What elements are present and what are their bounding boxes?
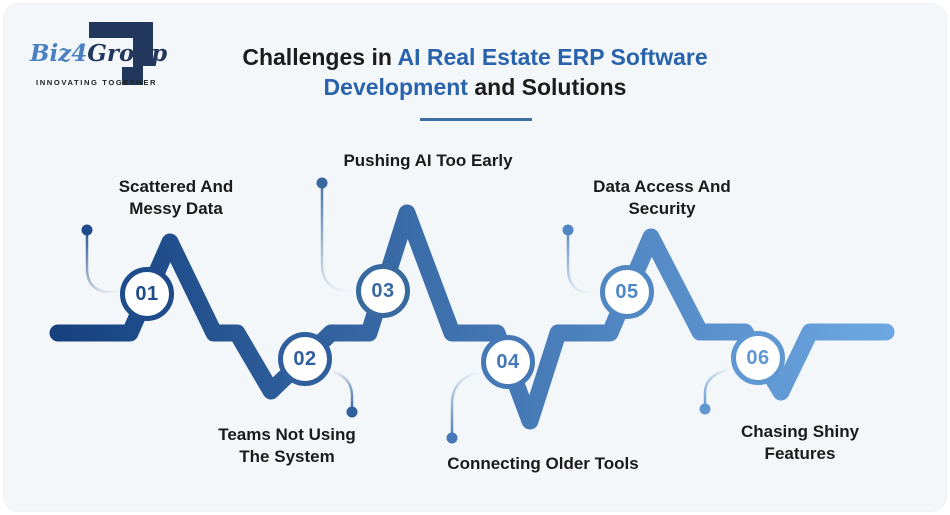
milestone-number-03: 03 — [371, 279, 395, 302]
label-line: Connecting Older Tools — [447, 454, 639, 473]
milestone-label-01: Scattered And Messy Data — [119, 176, 234, 220]
title-line-1: Challenges in AI Real Estate ERP Softwar… — [0, 42, 950, 72]
milestone-number-06: 06 — [746, 346, 770, 369]
logo-tagline: INNOVATING TOGETHER — [36, 78, 158, 87]
milestone-circle-04: 04 — [481, 335, 535, 389]
biz4group-logo: Biz4Group INNOVATING TOGETHER — [28, 14, 168, 98]
label-line: The System — [239, 447, 335, 466]
leader-line-4 — [450, 370, 481, 435]
label-line: Pushing AI Too Early — [343, 151, 513, 170]
milestone-label-06: Chasing Shiny Features — [741, 421, 859, 465]
milestone-circle-01: 01 — [120, 267, 174, 321]
label-line: Chasing Shiny — [740, 422, 860, 441]
milestone-label-02: Teams Not Using The System — [218, 424, 356, 468]
milestone-circle-06: 06 — [731, 331, 785, 385]
milestone-label-03: Pushing AI Too Early — [343, 150, 512, 172]
milestone-label-04: Connecting Older Tools — [447, 453, 638, 475]
logo-biz: Biz — [30, 40, 72, 67]
label-line: Scattered And — [118, 177, 234, 196]
milestone-circle-03: 03 — [356, 264, 410, 318]
logo-group: Group — [87, 40, 168, 67]
leader-dot-4 — [446, 432, 458, 444]
title-underline — [420, 118, 532, 121]
milestone-label-05: Data Access And Security — [593, 176, 731, 220]
title-line-2: Development and Solutions — [0, 72, 950, 102]
milestone-number-05: 05 — [615, 280, 639, 303]
label-line: Teams Not Using — [218, 425, 356, 444]
title-highlight-2: Development — [323, 74, 468, 100]
milestone-number-04: 04 — [496, 350, 520, 373]
leader-line-2 — [329, 369, 354, 409]
milestone-circle-05: 05 — [600, 265, 654, 319]
label-line: Messy Data — [129, 199, 223, 218]
pulse-line — [49, 204, 895, 430]
label-line: Features — [764, 444, 836, 463]
leader-dot-3 — [316, 177, 328, 189]
milestone-number-02: 02 — [293, 347, 317, 370]
logo-wordmark: Biz4Group — [30, 40, 167, 67]
leader-line-3 — [320, 185, 359, 293]
leader-line-6 — [703, 367, 734, 406]
leader-dot-5 — [562, 224, 574, 236]
title-prefix: Challenges in — [242, 44, 392, 70]
milestone-circle-02: 02 — [278, 332, 332, 386]
logo-4: 4 — [71, 40, 88, 67]
leader-line-5 — [566, 233, 595, 295]
leader-line-1 — [85, 232, 124, 294]
logo-bracket-icon — [89, 22, 153, 85]
title-suffix: and Solutions — [474, 74, 627, 100]
leader-dot-2 — [346, 406, 358, 418]
leader-dot-1 — [81, 224, 93, 236]
leader-dot-6 — [699, 403, 711, 415]
page-title: Challenges in AI Real Estate ERP Softwar… — [0, 42, 950, 102]
milestone-number-01: 01 — [135, 282, 159, 305]
title-highlight-1: AI Real Estate ERP Software — [397, 44, 708, 70]
label-line: Data Access And — [593, 177, 731, 196]
label-line: Security — [628, 199, 696, 218]
